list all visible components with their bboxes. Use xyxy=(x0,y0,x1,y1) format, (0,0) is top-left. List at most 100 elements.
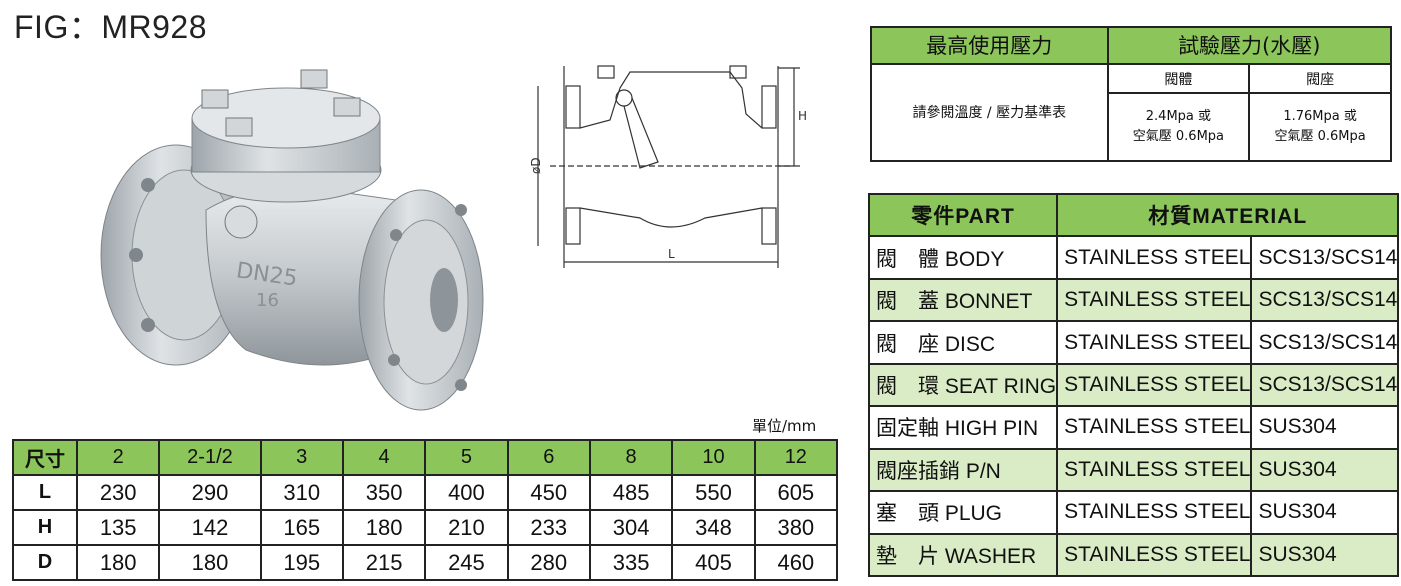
part-name: 閥 環 SEAT RING xyxy=(867,362,1059,408)
size-cell: 3 xyxy=(259,439,344,476)
materials-table: 零件PART 材質MATERIAL 閥 體 BODY STAINLESS STE… xyxy=(867,192,1400,577)
material-grade: SCS13/SCS14 xyxy=(1250,277,1400,323)
material-row: 墊 片 WASHER STAINLESS STEEL SUS304 xyxy=(867,532,1400,577)
part-name: 閥座插銷 P/N xyxy=(867,447,1059,493)
value-cell: 165 xyxy=(259,509,344,546)
seat-header: 閥座 xyxy=(1248,62,1392,95)
size-cell: 4 xyxy=(341,439,427,476)
material-row: 閥 環 SEAT RING STAINLESS STEEL SCS13/SCS1… xyxy=(867,362,1400,408)
material-header: 材質MATERIAL xyxy=(1056,192,1400,238)
value-cell: 348 xyxy=(671,509,756,546)
body-pressure-line1: 2.4Mpa 或 xyxy=(1145,109,1212,125)
value-cell: 210 xyxy=(424,509,509,546)
dimension-header-label: 尺寸 xyxy=(12,439,78,476)
material-name: STAINLESS STEEL xyxy=(1056,235,1253,280)
material-grade: SUS304 xyxy=(1250,405,1400,450)
value-cell: 310 xyxy=(259,474,344,511)
value-cell: 400 xyxy=(424,474,509,511)
value-cell: 180 xyxy=(75,544,161,581)
material-name: STAINLESS STEEL xyxy=(1056,320,1253,365)
value-cell: 335 xyxy=(588,544,674,581)
value-cell: 245 xyxy=(424,544,509,581)
size-cell: 6 xyxy=(506,439,591,476)
value-cell: 380 xyxy=(753,509,839,546)
value-cell: 280 xyxy=(506,544,591,581)
dimension-row-h: H 135 142 165 180 210 233 304 348 380 xyxy=(12,509,839,546)
size-cell: 12 xyxy=(753,439,839,476)
value-cell: 180 xyxy=(158,544,262,581)
material-row: 閥座插銷 P/N STAINLESS STEEL SUS304 xyxy=(867,447,1400,493)
part-name: 閥 蓋 BONNET xyxy=(867,277,1059,323)
size-cell: 5 xyxy=(424,439,509,476)
row-label: H xyxy=(12,509,78,546)
drawing-label-h: H xyxy=(798,109,807,123)
value-cell: 605 xyxy=(753,474,839,511)
material-row: 閥 座 DISC STAINLESS STEEL SCS13/SCS14 xyxy=(867,320,1400,365)
body-pressure-value: 2.4Mpa 或 空氣壓 0.6Mpa xyxy=(1106,92,1251,162)
drawing-label-l: L xyxy=(668,247,675,261)
material-row: 塞 頭 PLUG STAINLESS STEEL SUS304 xyxy=(867,490,1400,535)
part-name: 塞 頭 PLUG xyxy=(867,490,1059,535)
size-cell: 10 xyxy=(671,439,756,476)
seat-pressure-value: 1.76Mpa 或 空氣壓 0.6Mpa xyxy=(1248,92,1392,162)
material-name: STAINLESS STEEL xyxy=(1056,447,1253,493)
size-cell: 2 xyxy=(75,439,161,476)
value-cell: 550 xyxy=(671,474,756,511)
pressure-table: 最高使用壓力 試驗壓力(水壓) 請參閱溫度 / 壓力基準表 閥體 閥座 2.4M… xyxy=(870,26,1393,163)
material-grade: SUS304 xyxy=(1250,490,1400,535)
value-cell: 142 xyxy=(158,509,262,546)
max-pressure-header: 最高使用壓力 xyxy=(870,26,1109,65)
section-drawing: H øD L xyxy=(530,65,807,268)
casting-mark-sub: 16 xyxy=(256,290,279,311)
material-name: STAINLESS STEEL xyxy=(1056,362,1253,408)
value-cell: 304 xyxy=(588,509,674,546)
material-grade: SUS304 xyxy=(1250,447,1400,493)
dimension-table: 尺寸 2 2-1/2 3 4 5 6 8 10 12 L 230 290 310… xyxy=(12,439,839,581)
part-name: 閥 座 DISC xyxy=(867,320,1059,365)
figure-title: FIG：MR928 xyxy=(14,9,207,45)
part-name: 墊 片 WASHER xyxy=(867,532,1059,577)
material-grade: SUS304 xyxy=(1250,532,1400,577)
material-row: 閥 蓋 BONNET STAINLESS STEEL SCS13/SCS14 xyxy=(867,277,1400,323)
material-row: 固定軸 HIGH PIN STAINLESS STEEL SUS304 xyxy=(867,405,1400,450)
seat-pressure-line1: 1.76Mpa 或 xyxy=(1283,109,1357,125)
dimension-header-row: 尺寸 2 2-1/2 3 4 5 6 8 10 12 xyxy=(12,439,839,476)
part-header: 零件PART xyxy=(867,192,1059,238)
material-name: STAINLESS STEEL xyxy=(1056,490,1253,535)
part-name: 固定軸 HIGH PIN xyxy=(867,405,1059,450)
value-cell: 450 xyxy=(506,474,591,511)
unit-note: 單位/mm xyxy=(752,417,817,435)
row-label: L xyxy=(12,474,78,511)
material-grade: SCS13/SCS14 xyxy=(1250,362,1400,408)
value-cell: 230 xyxy=(75,474,161,511)
value-cell: 290 xyxy=(158,474,262,511)
size-cell: 8 xyxy=(588,439,674,476)
dimension-row-d: D 180 180 195 215 245 280 335 405 460 xyxy=(12,544,839,581)
row-label: D xyxy=(12,544,78,581)
material-row: 閥 體 BODY STAINLESS STEEL SCS13/SCS14 xyxy=(867,235,1400,280)
part-name: 閥 體 BODY xyxy=(867,235,1059,280)
body-pressure-line2: 空氣壓 0.6Mpa xyxy=(1132,129,1225,145)
material-name: STAINLESS STEEL xyxy=(1056,405,1253,450)
material-grade: SCS13/SCS14 xyxy=(1250,320,1400,365)
material-name: STAINLESS STEEL xyxy=(1056,277,1253,323)
material-grade: SCS13/SCS14 xyxy=(1250,235,1400,280)
dimension-row-l: L 230 290 310 350 400 450 485 550 605 xyxy=(12,474,839,511)
max-pressure-note: 請參閱溫度 / 壓力基準表 xyxy=(870,62,1109,163)
valve-photo: DN25 16 xyxy=(100,69,484,411)
value-cell: 195 xyxy=(259,544,344,581)
value-cell: 233 xyxy=(506,509,591,546)
material-name: STAINLESS STEEL xyxy=(1056,532,1253,577)
test-pressure-header: 試驗壓力(水壓) xyxy=(1106,26,1393,65)
value-cell: 135 xyxy=(75,509,161,546)
value-cell: 350 xyxy=(341,474,427,511)
value-cell: 485 xyxy=(588,474,674,511)
value-cell: 460 xyxy=(753,544,839,581)
value-cell: 215 xyxy=(341,544,427,581)
value-cell: 180 xyxy=(341,509,427,546)
body-header: 閥體 xyxy=(1106,62,1251,95)
seat-pressure-line2: 空氣壓 0.6Mpa xyxy=(1274,129,1366,145)
materials-header-row: 零件PART 材質MATERIAL xyxy=(867,192,1400,238)
drawing-label-d: øD xyxy=(530,157,543,174)
value-cell: 405 xyxy=(671,544,756,581)
